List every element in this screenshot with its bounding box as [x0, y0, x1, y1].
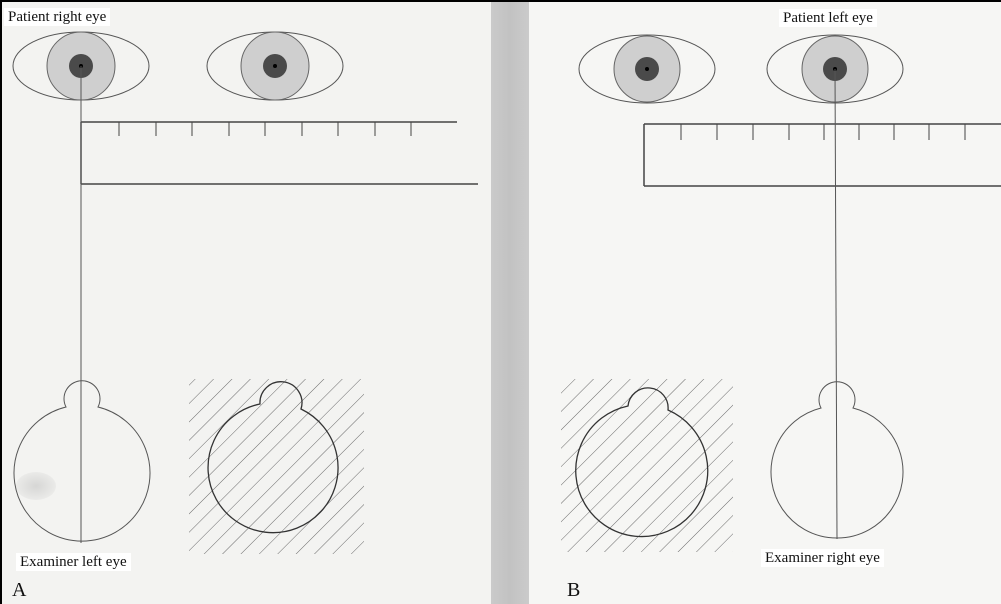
- panel-b: Patient left eye Examiner right eye B: [529, 2, 1001, 604]
- panel-a: Patient right eye Examiner left eye A: [2, 2, 491, 604]
- panel-divider: [491, 2, 529, 604]
- examiner-eye-occluded: [561, 379, 733, 552]
- patient-eye-left: [579, 35, 715, 103]
- patient-eye-label: Patient right eye: [4, 8, 110, 26]
- examiner-eye-label: Examiner right eye: [761, 549, 884, 567]
- examiner-eye-occluded: [189, 379, 364, 554]
- panel-b-drawing: [529, 2, 1001, 604]
- examiner-eye-label: Examiner left eye: [16, 553, 131, 571]
- patient-eye-label: Patient left eye: [779, 9, 877, 27]
- scan-smudge: [16, 472, 56, 500]
- ruler: [644, 124, 1001, 186]
- line-of-sight: [835, 69, 837, 539]
- examiner-eye-open: [14, 381, 150, 541]
- panel-letter: A: [12, 579, 26, 601]
- panel-letter: B: [567, 579, 580, 601]
- panel-a-drawing: [2, 2, 491, 604]
- ruler: [81, 122, 478, 184]
- patient-eye-right: [207, 32, 343, 100]
